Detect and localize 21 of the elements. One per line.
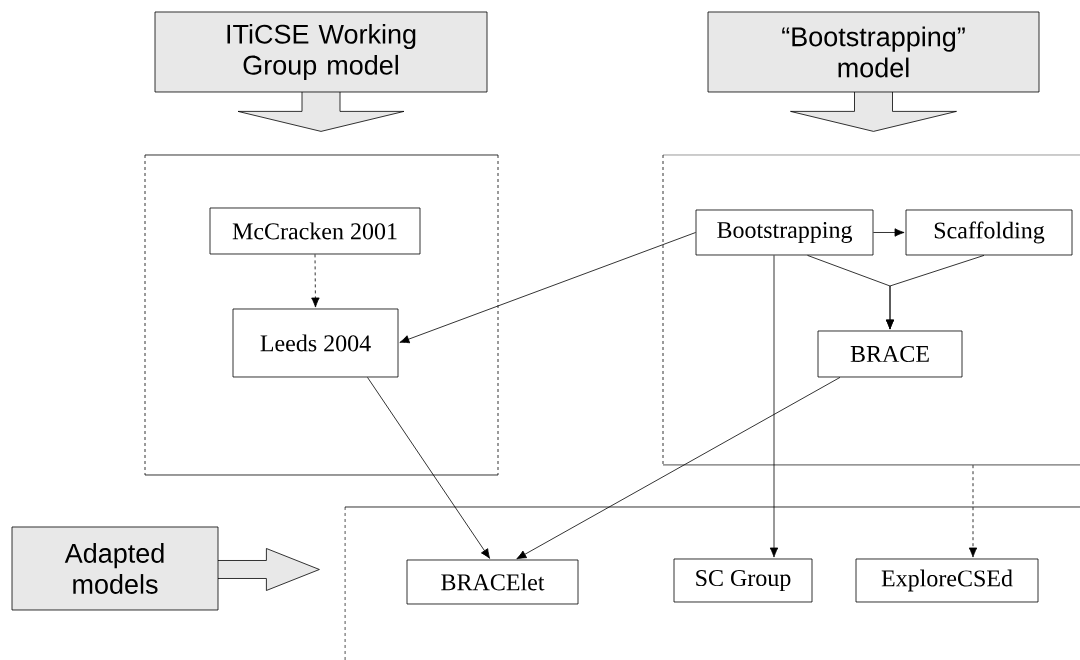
model-box: Leeds 2004 bbox=[232, 308, 399, 378]
group-frame bbox=[344, 506, 1080, 660]
model-box: ExploreCSEd bbox=[855, 558, 1039, 603]
model-box: BRACElet bbox=[406, 559, 579, 605]
model-box: BRACE bbox=[817, 330, 963, 378]
arrow bbox=[516, 377, 841, 560]
arrow bbox=[968, 464, 978, 558]
callout-arrow-box: “Bootstrapping” model bbox=[707, 11, 1040, 132]
arrow bbox=[399, 232, 696, 344]
arrow bbox=[311, 254, 320, 308]
callout-arrow-box: ITiCSE Working Group model bbox=[154, 11, 488, 132]
model-box: Bootstrapping bbox=[695, 209, 874, 256]
group-frame bbox=[144, 154, 499, 476]
model-box: Scaffolding bbox=[905, 209, 1073, 256]
callout-arrow-box: Adapted models bbox=[11, 526, 320, 611]
arrow bbox=[367, 377, 491, 559]
model-box: McCracken 2001 bbox=[209, 207, 421, 255]
arrow bbox=[885, 255, 985, 330]
model-box: SC Group bbox=[673, 558, 813, 603]
arrow bbox=[769, 255, 779, 558]
arrow bbox=[873, 228, 905, 237]
